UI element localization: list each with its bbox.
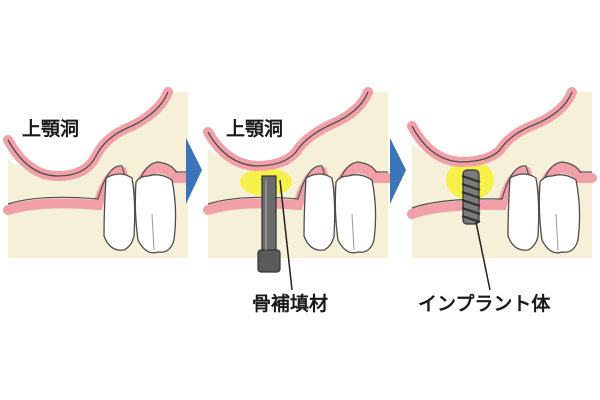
- panel-3-implant-screw: [461, 169, 481, 225]
- panel-3-sinus: [412, 92, 572, 162]
- panel-1-label: 上顎洞: [22, 118, 79, 140]
- arrow-right-icon: [186, 138, 202, 204]
- panel-2-graft: 上顎洞 骨補填材: [203, 87, 393, 315]
- panel-2-instrument: [257, 175, 281, 273]
- panel-2-callout: 骨補填材: [252, 292, 328, 315]
- panel-1-sinus: [8, 92, 168, 176]
- panel-3-callout: インプラント体: [418, 292, 551, 315]
- panel-3-implant: インプラント体: [407, 87, 597, 315]
- panel-2-sinus: [208, 92, 368, 166]
- panel-2-label: 上顎洞: [226, 118, 283, 140]
- panel-3-leader-line: [475, 221, 491, 291]
- arrow-right-icon: [390, 138, 406, 204]
- panel-3-teeth: [507, 173, 581, 254]
- panel-1-before: 上顎洞: [3, 87, 193, 258]
- panel-2-leader-line: [279, 179, 293, 291]
- panel-2-teeth: [303, 173, 377, 254]
- panel-1-teeth: [103, 173, 177, 254]
